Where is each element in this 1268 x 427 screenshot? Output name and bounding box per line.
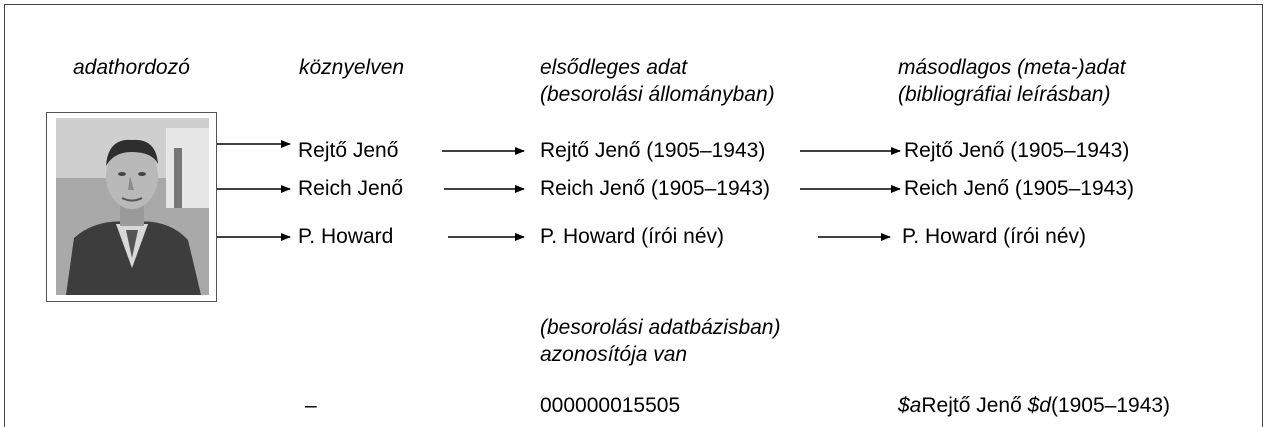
diagram-frame xyxy=(4,4,1263,427)
portrait-photo xyxy=(56,118,209,295)
common-row-2: Reich Jenő xyxy=(298,177,404,200)
identifier-label-line1: (besorolási adatbázisban) xyxy=(540,316,781,339)
identifier-label-line2: azonosítója van xyxy=(540,343,688,366)
header-secondary-line1: másodlagos (meta-)adat xyxy=(898,56,1126,79)
secondary-row-2: Reich Jenő (1905–1943) xyxy=(904,177,1134,200)
header-common: köznyelven xyxy=(299,56,405,79)
identifier-common-dash: – xyxy=(305,394,317,417)
subfield-a-code: $a xyxy=(898,394,922,417)
subfield-a-name: Rejtő Jenő xyxy=(921,394,1028,417)
identifier-primary-value: 000000015505 xyxy=(540,394,681,417)
common-row-1: Rejtő Jenő xyxy=(298,139,399,162)
common-row-3: P. Howard xyxy=(298,225,394,248)
header-secondary-line2: (bibliográfiai leírásban) xyxy=(898,83,1111,106)
identifier-secondary-value: $aRejtő Jenő $d(1905–1943) xyxy=(898,394,1170,418)
header-carrier: adathordozó xyxy=(73,56,190,79)
primary-row-1: Rejtő Jenő (1905–1943) xyxy=(540,139,766,162)
portrait-photo-art xyxy=(56,118,209,295)
secondary-row-3: P. Howard (írói név) xyxy=(902,225,1087,248)
subfield-d-code: $d xyxy=(1027,394,1051,417)
secondary-row-1: Rejtő Jenő (1905–1943) xyxy=(904,139,1130,162)
primary-row-3: P. Howard (írói név) xyxy=(540,225,725,248)
header-primary-line1: elsődleges adat xyxy=(540,56,688,79)
header-primary-line2: (besorolási állományban) xyxy=(540,83,775,106)
primary-row-2: Reich Jenő (1905–1943) xyxy=(540,177,770,200)
subfield-d-dates: (1905–1943) xyxy=(1050,394,1171,417)
